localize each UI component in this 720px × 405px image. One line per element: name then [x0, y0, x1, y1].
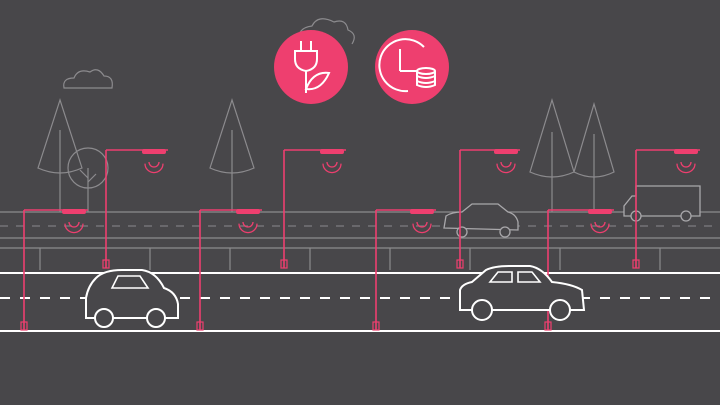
- signal-icon: [64, 221, 84, 234]
- street-light: [102, 149, 168, 269]
- signal-icon: [322, 161, 342, 174]
- sedan-car: [459, 265, 586, 321]
- signal-icon: [144, 161, 164, 174]
- savings-badge: [375, 30, 449, 104]
- tree-icon: [37, 98, 83, 212]
- clock-coins-icon: [378, 38, 436, 93]
- cloud-icon: [63, 69, 113, 89]
- street-light: [280, 149, 346, 269]
- tree-icon: [67, 147, 109, 212]
- cloud-icon: [298, 18, 355, 45]
- street-light: [456, 149, 520, 269]
- tree-icon: [573, 101, 615, 212]
- street-light: [196, 209, 262, 331]
- signal-icon: [676, 161, 696, 174]
- signal-icon: [412, 221, 432, 234]
- street-light: [372, 209, 436, 331]
- tree-icon: [529, 97, 575, 212]
- signal-icon: [496, 161, 516, 174]
- street-light: [632, 149, 700, 269]
- guardrail-posts: [39, 248, 661, 270]
- tree-group: [37, 97, 615, 212]
- tree-icon: [209, 98, 255, 212]
- street-lights: [20, 149, 700, 331]
- street-light: [20, 209, 88, 331]
- far-road: [0, 211, 720, 270]
- signal-icon: [590, 221, 610, 234]
- compact-car: [85, 269, 179, 328]
- plug-leaf-icon: [294, 41, 331, 93]
- signal-icon: [238, 221, 258, 234]
- background-car: [443, 203, 519, 238]
- energy-badge: [274, 30, 348, 104]
